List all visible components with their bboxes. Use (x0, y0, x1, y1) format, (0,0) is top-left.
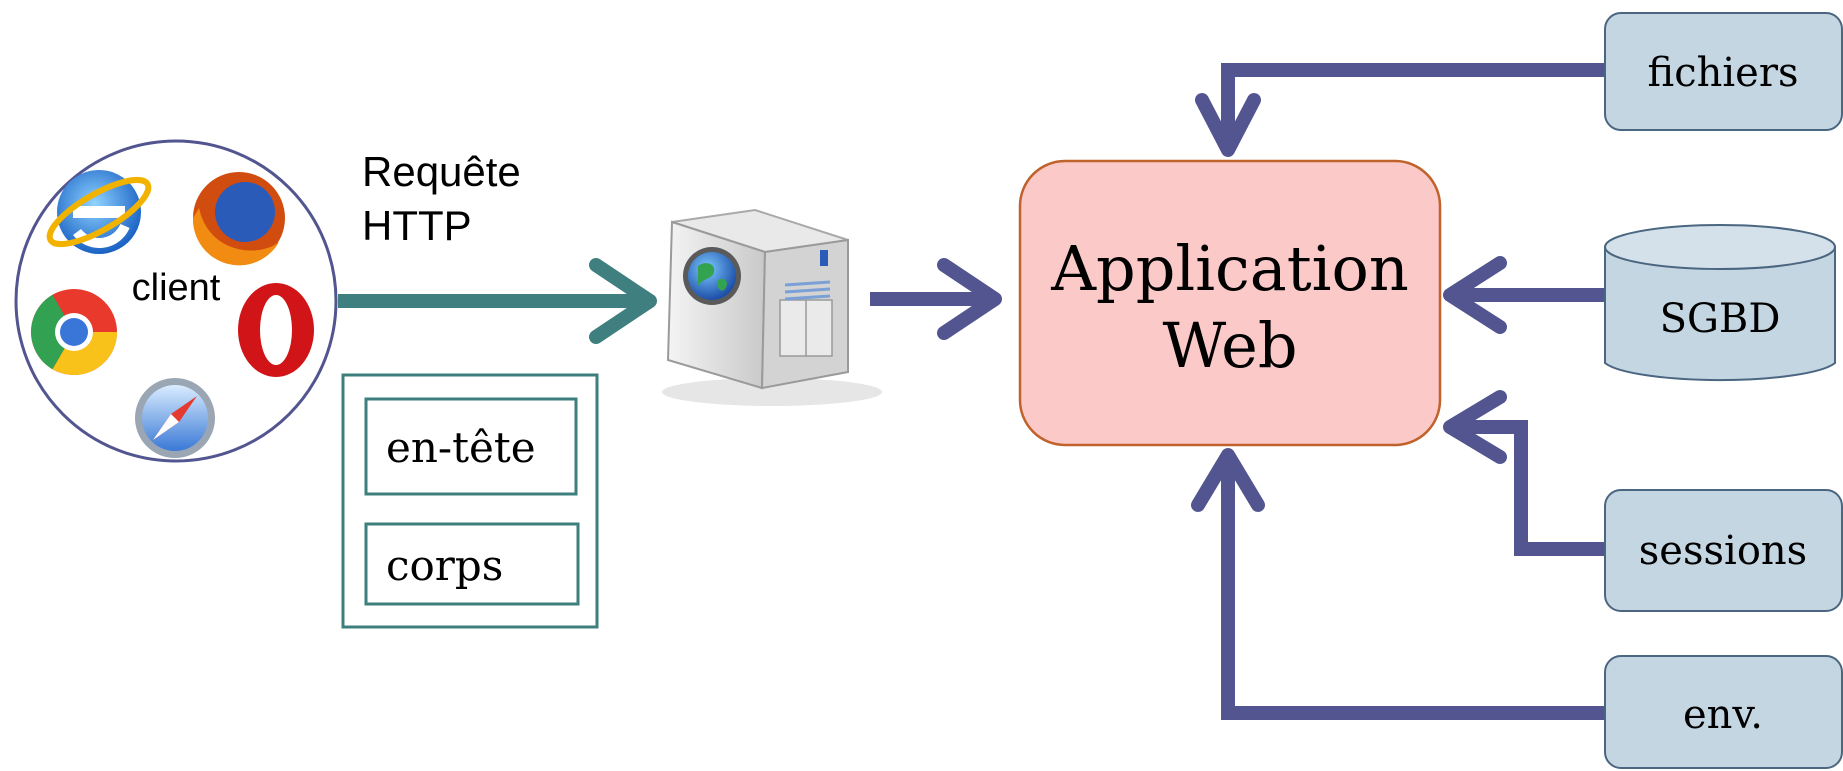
header-label: en-tête (386, 423, 536, 472)
chrome-icon (31, 289, 117, 375)
web-application-box: Application Web (1018, 159, 1442, 447)
client-label: client (132, 267, 221, 309)
dbms-arrow (1443, 256, 1605, 334)
sessions-box: sessions (1604, 489, 1843, 612)
safari-icon (135, 378, 215, 458)
globe-icon (683, 247, 741, 305)
request-structure-box: en-tête corps (341, 373, 599, 629)
request-label-line2: HTTP (362, 202, 472, 249)
request-arrow (338, 258, 657, 344)
body-box (364, 522, 580, 606)
internet-explorer-icon (46, 170, 152, 254)
web-server-icon (662, 208, 882, 406)
env-arrow (1191, 448, 1605, 720)
dbms-label: SGBD (1660, 296, 1781, 342)
files-arrow (1195, 63, 1605, 157)
app-label-line1: Application (1050, 232, 1409, 305)
header-box (364, 397, 578, 496)
firefox-icon (192, 172, 285, 266)
request-label-line1: Requête (362, 148, 521, 195)
client-group: client (14, 139, 338, 463)
body-label: corps (386, 541, 503, 590)
sessions-label: sessions (1639, 528, 1807, 574)
http-request-label: Requête HTTP (362, 148, 521, 249)
files-box: fichiers (1604, 12, 1843, 131)
opera-icon (238, 283, 314, 377)
app-label-line2: Web (1162, 309, 1297, 382)
env-box: env. (1604, 655, 1843, 769)
server-to-app-arrow (870, 258, 1002, 340)
dbms-cylinder: SGBD (1604, 224, 1836, 382)
env-label: env. (1683, 692, 1763, 738)
files-label: fichiers (1648, 50, 1799, 96)
sessions-arrow (1443, 390, 1605, 556)
